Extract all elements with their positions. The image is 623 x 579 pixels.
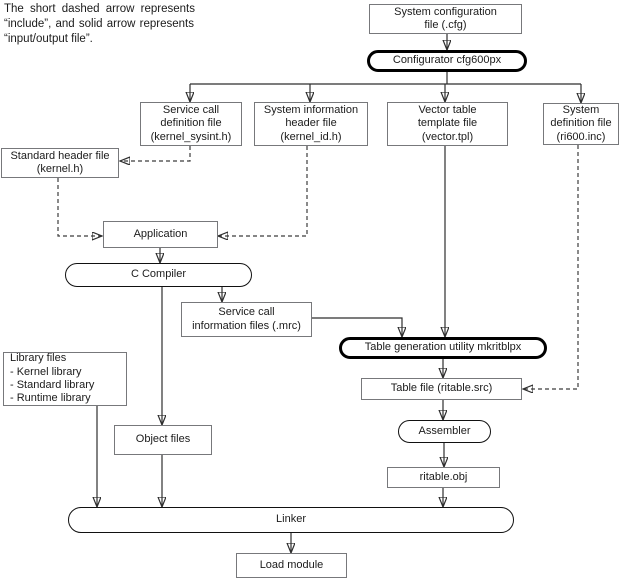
- node-configurator: Configurator cfg600px: [367, 50, 527, 72]
- node-c-compiler: C Compiler: [65, 263, 252, 287]
- node-service-call-information-files: Service call information files (.mrc): [181, 302, 312, 337]
- legend-note: The short dashed arrow represents “inclu…: [4, 2, 226, 47]
- node-ritable-obj: ritable.obj: [387, 467, 500, 488]
- node-load-module: Load module: [236, 553, 347, 578]
- node-system-configuration-file: System configuration file (.cfg): [369, 4, 522, 34]
- legend-note-line: The short dashed arrow represents: [4, 3, 195, 15]
- legend-note-line: “include”, and solid arrow represents: [4, 17, 195, 30]
- node-table-generation-utility: Table generation utility mkritblpx: [339, 337, 547, 359]
- edge-system-info-include-application: [218, 146, 308, 236]
- node-object-files: Object files: [114, 425, 212, 455]
- edge-service-call-def-include-std-header: [120, 146, 191, 161]
- node-library-files: Library files - Kernel library - Standar…: [3, 352, 127, 406]
- node-standard-header-file: Standard header file (kernel.h): [1, 148, 119, 178]
- node-service-call-definition-file: Service call definition file (kernel_sys…: [140, 102, 242, 146]
- legend-note-line: “input/output file”.: [4, 32, 93, 45]
- node-application: Application: [103, 221, 218, 248]
- node-system-definition-file: System definition file (ri600.inc): [543, 103, 619, 145]
- node-linker: Linker: [68, 507, 514, 533]
- node-table-file: Table file (ritable.src): [361, 378, 522, 400]
- node-system-information-header-file: System information header file (kernel_i…: [254, 102, 368, 146]
- edge-std-header-include-application: [57, 178, 102, 236]
- node-assembler: Assembler: [398, 420, 491, 443]
- edge-mrc-to-utility: [312, 317, 402, 337]
- node-vector-table-template-file: Vector table template file (vector.tpl): [387, 102, 508, 146]
